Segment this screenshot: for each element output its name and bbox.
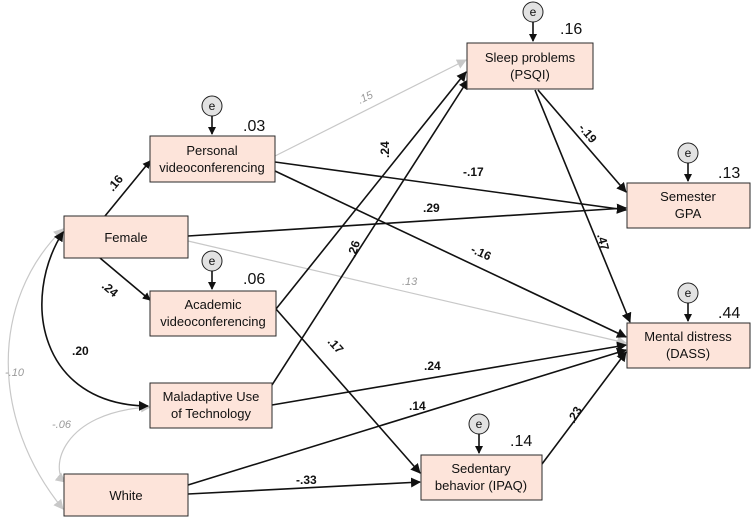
coef-white-mental: .14 [409, 399, 426, 413]
svg-text:Mental distress: Mental distress [644, 329, 732, 344]
covariance-female-white [7, 228, 64, 510]
coef-female-mental: .13 [402, 276, 418, 288]
path-female-mental [187, 240, 627, 346]
svg-text:videoconferencing: videoconferencing [159, 160, 265, 175]
r2-academic: .06 [243, 271, 265, 288]
node-sedentary-behavior: Sedentary behavior (IPAQ) [420, 454, 543, 501]
coef-female-academic: .24 [99, 279, 121, 301]
error-term-mental: e [677, 282, 699, 322]
path-female-gpa [187, 203, 627, 237]
node-white: White [63, 473, 189, 517]
path-sleep-gpa [537, 89, 627, 193]
svg-text:Sleep problems: Sleep problems [485, 50, 576, 65]
coef-white-sedentary: -.33 [296, 473, 317, 487]
svg-text:Sedentary: Sedentary [451, 461, 511, 476]
svg-text:GPA: GPA [675, 206, 702, 221]
svg-text:of Technology: of Technology [171, 406, 251, 421]
path-personal-sleep [274, 59, 467, 157]
error-term-personal: e [201, 95, 223, 135]
node-personal-videoconferencing: Personal videoconferencing [149, 135, 276, 183]
coef-female-gpa: .29 [423, 201, 440, 215]
coef-personal-sleep: .15 [356, 89, 376, 107]
path-personal-gpa [274, 161, 627, 214]
node-mental-distress: Mental distress (DASS) [626, 322, 751, 369]
coef-female-maladaptive: .20 [72, 344, 89, 358]
r2-sedentary: .14 [510, 433, 532, 450]
coef-female-white: -.10 [5, 367, 25, 379]
path-maladaptive-mental [271, 341, 627, 406]
covariance-female-maladaptive [41, 231, 149, 411]
error-term-sleep: e [522, 1, 544, 42]
error-term-academic: e [201, 250, 223, 290]
svg-text:e: e [209, 254, 216, 268]
path-academic-sleep [275, 71, 467, 310]
covariance-maladaptive-white [54, 402, 151, 483]
svg-text:behavior (IPAQ): behavior (IPAQ) [435, 478, 527, 493]
svg-text:White: White [109, 488, 142, 503]
coef-sleep-gpa: -.19 [576, 121, 600, 146]
svg-text:videoconferencing: videoconferencing [160, 314, 266, 329]
svg-text:e: e [530, 5, 537, 19]
svg-text:Semester: Semester [660, 189, 716, 204]
coef-personal-gpa: -.17 [463, 165, 484, 179]
coef-female-personal: .16 [105, 172, 127, 194]
error-term-gpa: e [677, 142, 699, 182]
node-female: Female [63, 215, 189, 259]
svg-text:Academic: Academic [184, 297, 242, 312]
path-maladaptive-sleep [271, 79, 469, 386]
coef-academic-sleep: .24 [378, 141, 392, 158]
coef-maladaptive-white: -.06 [52, 419, 72, 431]
coef-sleep-mental: .47 [594, 232, 612, 252]
coef-personal-mental: -.16 [469, 242, 494, 264]
svg-text:e: e [685, 146, 692, 160]
coef-maladaptive-sleep: .26 [345, 238, 364, 259]
node-maladaptive-use: Maladaptive Use of Technology [149, 382, 273, 429]
svg-text:e: e [685, 286, 692, 300]
svg-text:(DASS): (DASS) [666, 346, 710, 361]
path-white-mental [187, 347, 627, 486]
node-sleep-problems: Sleep problems (PSQI) [466, 42, 594, 90]
node-semester-gpa: Semester GPA [626, 182, 751, 229]
svg-text:Maladaptive Use: Maladaptive Use [163, 389, 260, 404]
path-academic-sedentary [275, 308, 421, 474]
r2-gpa: .13 [718, 165, 740, 182]
path-sleep-mental [534, 89, 632, 323]
r2-personal: .03 [243, 118, 265, 135]
svg-text:e: e [476, 417, 483, 431]
error-term-sedentary: e [468, 413, 490, 454]
svg-text:Female: Female [104, 230, 147, 245]
path-personal-mental [274, 170, 627, 338]
path-sedentary-mental [541, 351, 627, 465]
r2-sleep: .16 [560, 21, 582, 38]
coef-academic-sedentary: .17 [325, 335, 347, 357]
path-white-sedentary [187, 477, 421, 495]
coef-maladaptive-mental: .24 [424, 359, 441, 373]
r2-mental: .44 [718, 305, 740, 322]
path-female-personal [104, 160, 151, 217]
svg-text:e: e [209, 99, 216, 113]
svg-text:(PSQI): (PSQI) [510, 67, 550, 82]
svg-text:Personal: Personal [186, 143, 237, 158]
node-academic-videoconferencing: Academic videoconferencing [149, 290, 277, 337]
coef-sedentary-mental: .23 [564, 404, 585, 426]
